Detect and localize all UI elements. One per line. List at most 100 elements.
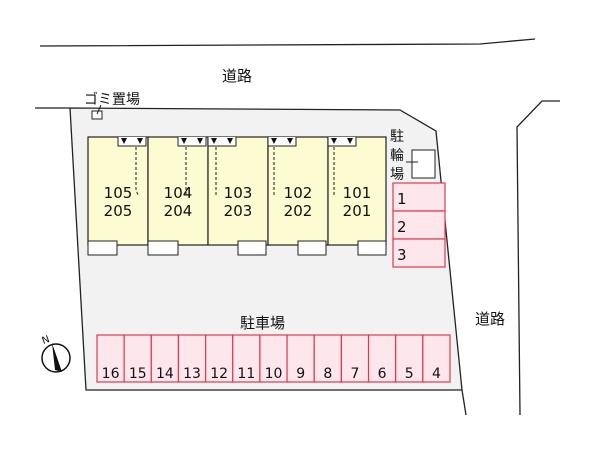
balcony-box [297,240,327,256]
parking-space-8[interactable]: 8 [313,334,342,383]
parking-number: 7 [351,366,360,382]
balcony-box [357,240,387,256]
parking-number: 5 [405,366,414,382]
entrance-arrow-icon [211,138,217,144]
parking-number: 2 [397,218,407,236]
road-top-label: 道路 [222,67,252,85]
unit-number-2f: 203 [224,202,253,220]
parking-number: 8 [323,366,332,382]
parking-space-3[interactable]: 3 [392,238,446,268]
parking-number: 16 [102,366,120,382]
parking-number: 9 [296,366,305,382]
parking-number: 11 [237,366,255,382]
garbage-label: ゴミ置場 [84,91,140,108]
bike-parking-label: 駐 輪 場 [390,129,404,183]
side-parking: 1 2 3 [392,182,446,268]
parking-slot [367,334,397,383]
parking-slot [205,334,234,383]
lot-right-extension [461,389,467,416]
parking-number: 14 [156,366,174,382]
parking-number: 12 [210,366,228,382]
parking-number: 4 [432,366,441,382]
parking-space-4[interactable]: 4 [422,334,451,383]
balcony-box [237,240,267,256]
parking-space-1[interactable]: 1 [392,182,446,212]
unit-number-2f: 205 [104,202,133,220]
unit-number-1f: 103 [224,184,253,202]
parking-number: 13 [183,366,201,382]
parking-slot [259,334,288,383]
parking-space-7[interactable]: 7 [340,334,370,383]
garbage-pointer [96,104,102,115]
balcony-box [87,240,118,256]
entrance-arrow-icon [121,138,127,144]
balcony-box [147,240,179,256]
parking-space-10[interactable]: 10 [259,334,288,383]
road-edge-top [39,38,536,47]
road-edge-right [516,100,560,416]
unit-number-1f: 104 [164,184,193,202]
parking-slot [123,334,152,383]
parking-space-12[interactable]: 12 [205,334,234,383]
parking-space-6[interactable]: 6 [367,334,397,383]
parking-slot [150,334,180,383]
car-parking-label: 駐車場 [240,314,285,332]
parking-number: 6 [378,366,387,382]
stair-line [135,147,139,196]
parking-number: 15 [129,366,147,382]
north-compass-icon: N [41,334,71,373]
unit-number-1f: 101 [343,184,372,202]
parking-slot [232,334,261,383]
bottom-parking: 16 15 14 13 12 11 10 9 8 7 6 5 4 [96,334,451,383]
parking-slot [392,238,446,268]
parking-slot [313,334,342,383]
unit-block [207,136,269,246]
parking-slot [422,334,451,383]
north-label: N [41,334,52,347]
unit-number-2f: 204 [164,202,193,220]
entrance-arrow-icon [197,138,203,144]
unit-number-2f: 201 [343,202,372,220]
parking-slot [177,334,207,383]
road-right-label: 道路 [475,310,505,328]
parking-space-11[interactable]: 11 [232,334,261,383]
parking-space-2[interactable]: 2 [392,210,446,240]
entrance-arrow-icon [331,138,337,144]
parking-number: 3 [397,246,407,264]
entrance-arrow-icon [347,138,353,144]
parking-number: 10 [265,366,283,382]
parking-space-16[interactable]: 16 [96,334,125,383]
bike-label-char: 場 [390,167,404,183]
parking-slot [340,334,370,383]
bike-label-char: 駐 [390,129,404,145]
unit-block [147,136,209,246]
unit-block [87,136,149,246]
entrance-arrow-icon [137,138,143,144]
unit-number-2f: 202 [284,202,313,220]
unit-number-1f: 102 [284,184,313,202]
entrance-arrow-icon [287,138,293,144]
parking-slot [392,182,446,212]
parking-space-13[interactable]: 13 [177,334,207,383]
parking-space-14[interactable]: 14 [150,334,180,383]
parking-space-5[interactable]: 5 [395,334,424,383]
unit-number-1f: 105 [104,184,133,202]
bike-label-char: 輪 [390,147,404,164]
parking-space-9[interactable]: 9 [286,334,315,383]
bike-parking-box [411,149,436,179]
parking-slot [96,334,125,383]
parking-space-15[interactable]: 15 [123,334,152,383]
garbage-box [91,110,103,120]
parking-number: 1 [397,190,407,208]
unit-block [327,136,387,246]
entrance-arrow-icon [271,138,277,144]
parking-slot [286,334,315,383]
